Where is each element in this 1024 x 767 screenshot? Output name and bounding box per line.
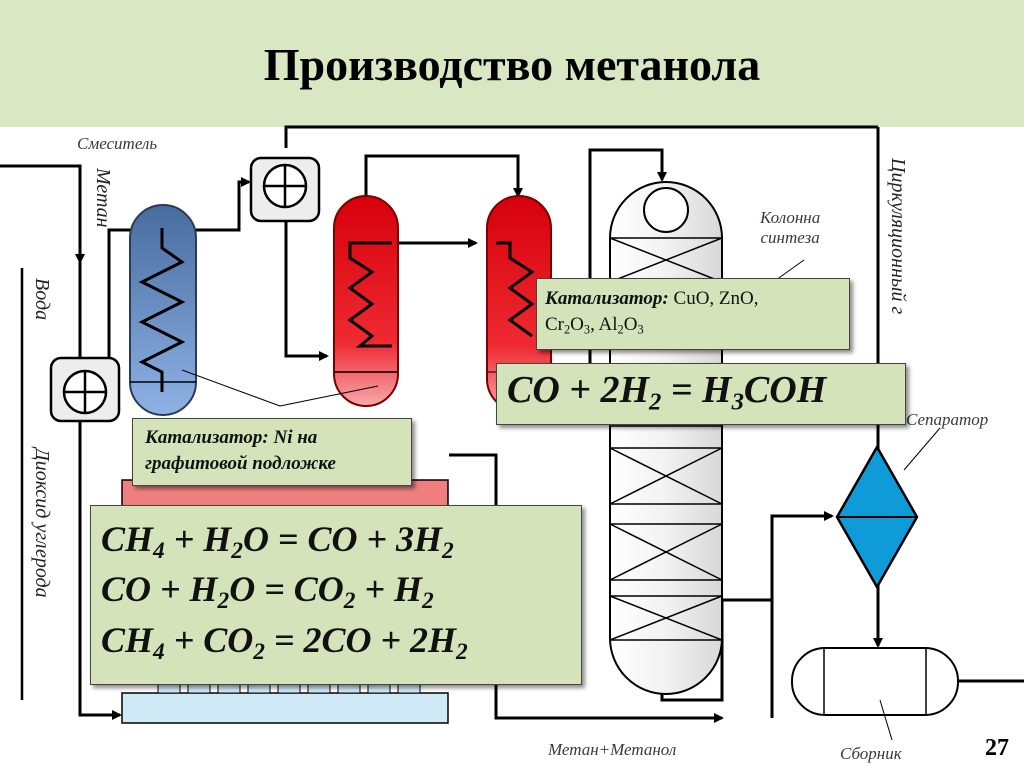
- column-label-line1: Колонна: [760, 208, 821, 227]
- callout-line-column: [775, 259, 805, 281]
- column-label: Колонна синтеза: [760, 208, 820, 247]
- reforming-equation-3: CH4 + CO2 = 2CO + 2H2: [101, 619, 468, 665]
- mixer-to-reactor-line: [284, 218, 329, 361]
- water-label: Вода: [31, 278, 53, 321]
- synthesis-column: [609, 181, 723, 695]
- red-reactor-1: [333, 195, 399, 407]
- callout-line-separator: [903, 427, 941, 471]
- catalyst-ni-line2: графитовой подложке: [145, 452, 336, 474]
- catalyst-ni-box: Катализатор: Ni на графитовой подложке: [132, 418, 412, 486]
- catalyst-cu-formula: CuO, ZnO,: [673, 288, 759, 309]
- methane-feed-line: [0, 164, 85, 264]
- separator-label: Сепаратор: [906, 410, 989, 429]
- burner: [121, 679, 449, 724]
- title-band: [0, 0, 1024, 127]
- reforming-equation-1: CH4 + H2O = CO + 3H2: [101, 519, 454, 565]
- synthesis-equation-box: CO + 2H2 = H3COH: [496, 363, 906, 425]
- methane-label: Метан: [92, 168, 114, 228]
- catalyst-ni-line1: Катализатор: Ni на: [145, 427, 318, 448]
- mixer-top: [249, 156, 321, 223]
- callout-line-collector: [879, 699, 893, 741]
- methane-to-mixer-line: [107, 177, 251, 388]
- catalyst-cu-label: Катализатор:: [545, 288, 669, 309]
- collector-label: Сборник: [840, 744, 902, 763]
- column-label-line2: синтеза: [760, 227, 820, 247]
- mixer-left: [49, 356, 121, 423]
- synthesis-equation: CO + 2H2 = H3COH: [507, 369, 827, 416]
- catalyst-cu-box: Катализатор: CuO, ZnO, Cr2O3, Al2O3: [536, 278, 850, 350]
- reforming-equations-box: CH4 + H2O = CO + 3H2 CO + H2O = CO2 + H2…: [90, 505, 582, 685]
- carbon-dioxide-label: Диоксид углерода: [31, 448, 53, 598]
- callout-line-blue: [181, 369, 281, 407]
- process-lines: [0, 125, 883, 723]
- page-title: Производство метанола: [263, 39, 761, 90]
- circulation-label: Циркуляционный г: [887, 158, 909, 315]
- callout-line-red: [279, 385, 379, 407]
- catalyst-cu-line1: Катализатор: CuO, ZnO,: [545, 286, 849, 312]
- reactor1-to-reactor2-line: [364, 154, 523, 198]
- methane-methanol-label: Метан+Метанол: [548, 740, 677, 759]
- page-number: 27: [985, 735, 1009, 761]
- mixer-label: Смеситель: [77, 134, 158, 153]
- to-separator-line: [770, 511, 834, 600]
- recycle-line: [284, 125, 878, 148]
- column-bottom-line: [660, 598, 774, 718]
- catalyst-cu-line2: Cr2O3, Al2O3: [545, 313, 644, 337]
- collector: [791, 647, 959, 716]
- blue-reactor: [129, 204, 197, 416]
- reforming-equation-2: CO + H2O = CO2 + H2: [101, 569, 434, 615]
